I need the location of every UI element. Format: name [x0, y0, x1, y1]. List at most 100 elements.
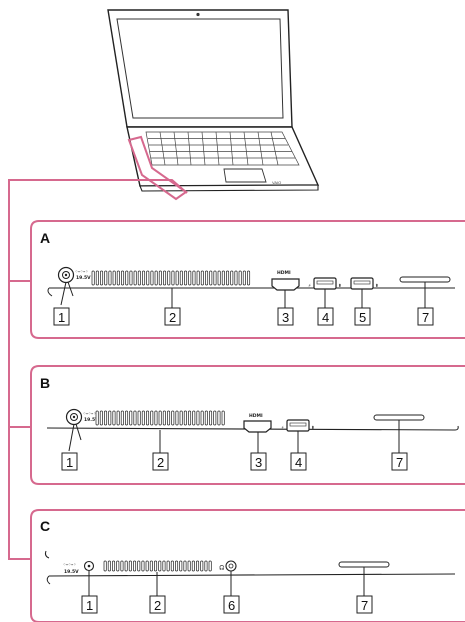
laptop-logo: VAIO: [272, 180, 281, 185]
callout-number: 2: [169, 310, 176, 325]
vent-slot: [162, 410, 166, 426]
usb-icon-b: ⇞: [311, 425, 315, 431]
vent-slot: [196, 270, 200, 286]
dc-in-symbol: ◦–◦–◦: [83, 412, 96, 417]
vent-slot: [154, 270, 158, 286]
vent-slot: [196, 560, 200, 572]
panel-a-letter: A: [40, 230, 50, 246]
vent-slot: [204, 410, 208, 426]
vent-slot: [209, 410, 213, 426]
callout-group-b: 1 2 3 4 7: [61, 452, 408, 471]
vent-slot: [154, 410, 158, 426]
vent-slot: [129, 410, 133, 426]
vent-slot: [100, 270, 104, 286]
vent-slot: [175, 560, 179, 572]
callout-number: 4: [322, 310, 329, 325]
vent-slot: [124, 560, 128, 572]
connector-lines: [8, 179, 188, 560]
callout-number: 3: [255, 455, 262, 470]
callout-number: 2: [157, 455, 164, 470]
vent-slot: [141, 410, 145, 426]
vent-slot: [116, 560, 120, 572]
vent-slot: [200, 270, 204, 286]
callout-group-a: 1 2 3 4 5 7: [53, 307, 434, 326]
vent-slot: [188, 410, 192, 426]
vent-slot: [137, 560, 141, 572]
vent-slot: [129, 270, 133, 286]
vent-slot: [205, 270, 209, 286]
laptop-illustration: VAIO: [107, 9, 320, 201]
vent-slot: [200, 410, 204, 426]
vent-slot: [150, 410, 154, 426]
dc-in-symbol: ◦–◦–◦: [75, 270, 88, 275]
vent-slot: [141, 560, 145, 572]
vent-slot: [120, 410, 124, 426]
callout-number: 5: [359, 310, 366, 325]
panel-c-letter: C: [40, 518, 50, 534]
vent-slot: [103, 560, 107, 572]
callout-number: 1: [66, 455, 73, 470]
vent-slot: [209, 270, 213, 286]
callout-number: 7: [361, 598, 368, 613]
air-vent: [95, 410, 225, 426]
vent-slot: [91, 270, 95, 286]
panel-c: C ◦–◦–◦ 19.5V 🎧 1 2 6: [30, 509, 465, 622]
vent-slot: [179, 560, 183, 572]
vent-slot: [221, 410, 225, 426]
card-slot: [373, 414, 425, 421]
vent-slot: [133, 270, 137, 286]
vent-slot: [150, 270, 154, 286]
vent-slot: [112, 560, 116, 572]
vent-slot: [226, 270, 230, 286]
vent-slot: [158, 270, 162, 286]
vent-slot: [217, 270, 221, 286]
usb-icon-a1: ⇞: [338, 283, 342, 289]
callout-number: 4: [295, 455, 302, 470]
vent-slot: [146, 410, 150, 426]
vent-slot: [192, 410, 196, 426]
vent-slot: [158, 410, 162, 426]
air-vent: [103, 560, 212, 572]
vent-slot: [188, 270, 192, 286]
vent-slot: [183, 560, 187, 572]
dc-in-voltage: 19.5V: [64, 569, 79, 575]
vent-slot: [242, 270, 246, 286]
vent-slot: [163, 270, 167, 286]
vent-slot: [192, 270, 196, 286]
vent-slot: [145, 560, 149, 572]
vent-slot: [204, 560, 208, 572]
vent-slot: [116, 270, 120, 286]
vent-slot: [108, 270, 112, 286]
vent-slot: [125, 270, 129, 286]
air-vent: [91, 270, 251, 286]
vent-slot: [95, 270, 99, 286]
vent-slot: [116, 410, 120, 426]
vent-slot: [167, 410, 171, 426]
hdmi-port: [243, 420, 272, 433]
vent-slot: [149, 560, 153, 572]
vent-slot: [179, 410, 183, 426]
panel-a: A ◦–◦–◦ 19.5V HDMI ⚡ ⇞ ⇞: [30, 220, 465, 339]
vent-slot: [167, 270, 171, 286]
hdmi-logo: HDMI: [277, 270, 291, 276]
vent-slot: [217, 410, 221, 426]
vent-slot: [104, 270, 108, 286]
vent-slot: [158, 560, 162, 572]
vent-slot: [125, 410, 129, 426]
vent-slot: [112, 270, 116, 286]
callout-group-c: 1 2 6 7: [81, 595, 373, 614]
hdmi-port: [271, 278, 300, 291]
vent-slot: [175, 410, 179, 426]
vent-slot: [137, 270, 141, 286]
vent-slot: [247, 270, 251, 286]
vent-slot: [196, 410, 200, 426]
callout-number: 7: [422, 310, 429, 325]
callout-number: 1: [86, 598, 93, 613]
vent-slot: [187, 560, 191, 572]
dc-in-voltage: 19.5V: [76, 275, 91, 281]
vent-slot: [133, 410, 137, 426]
usb-icon-a2: ⇞: [375, 283, 379, 289]
vent-slot: [213, 270, 217, 286]
vent-slot: [208, 560, 212, 572]
